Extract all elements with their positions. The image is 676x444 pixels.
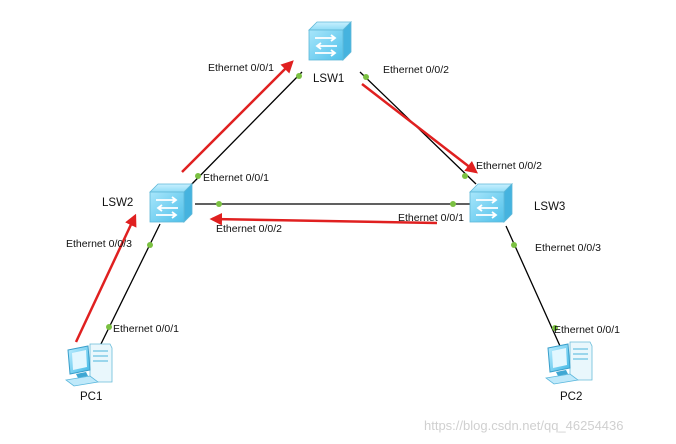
port-dots: [106, 73, 558, 331]
port-dot: [296, 73, 302, 79]
port-dot: [106, 324, 112, 330]
port-dot: [450, 201, 456, 207]
flow-arrows: [74, 60, 478, 343]
watermark: https://blog.csdn.net/qq_46254436: [424, 418, 624, 433]
port-dot: [552, 325, 558, 331]
port-label: Ethernet 0/0/2: [216, 223, 282, 235]
device-label-lsw3: LSW3: [534, 201, 565, 213]
switch-lsw1[interactable]: LSW1: [308, 21, 352, 85]
switch-icon: [469, 183, 513, 223]
switch-lsw3[interactable]: LSW3: [469, 183, 565, 223]
pc-icon: [545, 341, 593, 385]
pc-pc1[interactable]: PC1: [65, 343, 113, 403]
flow-arrow-lsw2-to-lsw1: [181, 60, 294, 173]
port-label: Ethernet 0/0/1: [208, 62, 274, 74]
pc-icon: [65, 343, 113, 387]
device-label-lsw2: LSW2: [102, 197, 133, 209]
port-label: Ethernet 0/0/1: [554, 324, 620, 336]
port-dot: [462, 173, 468, 179]
switch-lsw2[interactable]: LSW2: [102, 183, 193, 223]
switch-icon: [149, 183, 193, 223]
port-label: Ethernet 0/0/1: [203, 172, 269, 184]
flow-arrow-pc1-to-lsw2: [74, 213, 137, 343]
port-label: Ethernet 0/0/3: [66, 238, 132, 250]
port-dot: [216, 201, 222, 207]
port-dot: [511, 242, 517, 248]
port-label: Ethernet 0/0/3: [535, 242, 601, 254]
port-dot: [363, 74, 369, 80]
flow-arrow-lsw3-to-lsw2: [209, 212, 438, 226]
flow-arrow-lsw1-to-lsw3: [361, 83, 478, 174]
port-label: Ethernet 0/0/2: [476, 160, 542, 172]
device-label-pc1: PC1: [80, 391, 102, 403]
device-label-pc2: PC2: [560, 391, 582, 403]
port-label: Ethernet 0/0/1: [398, 212, 464, 224]
device-label-lsw1: LSW1: [313, 73, 344, 85]
port-dot: [195, 173, 201, 179]
port-labels: Ethernet 0/0/1 Ethernet 0/0/2 Ethernet 0…: [66, 62, 620, 336]
port-label: Ethernet 0/0/2: [383, 64, 449, 76]
port-label: Ethernet 0/0/1: [113, 323, 179, 335]
link-lsw1-lsw2: [185, 71, 303, 191]
port-dot: [147, 242, 153, 248]
switch-icon: [308, 21, 352, 61]
pc-pc2[interactable]: PC2: [545, 341, 593, 403]
